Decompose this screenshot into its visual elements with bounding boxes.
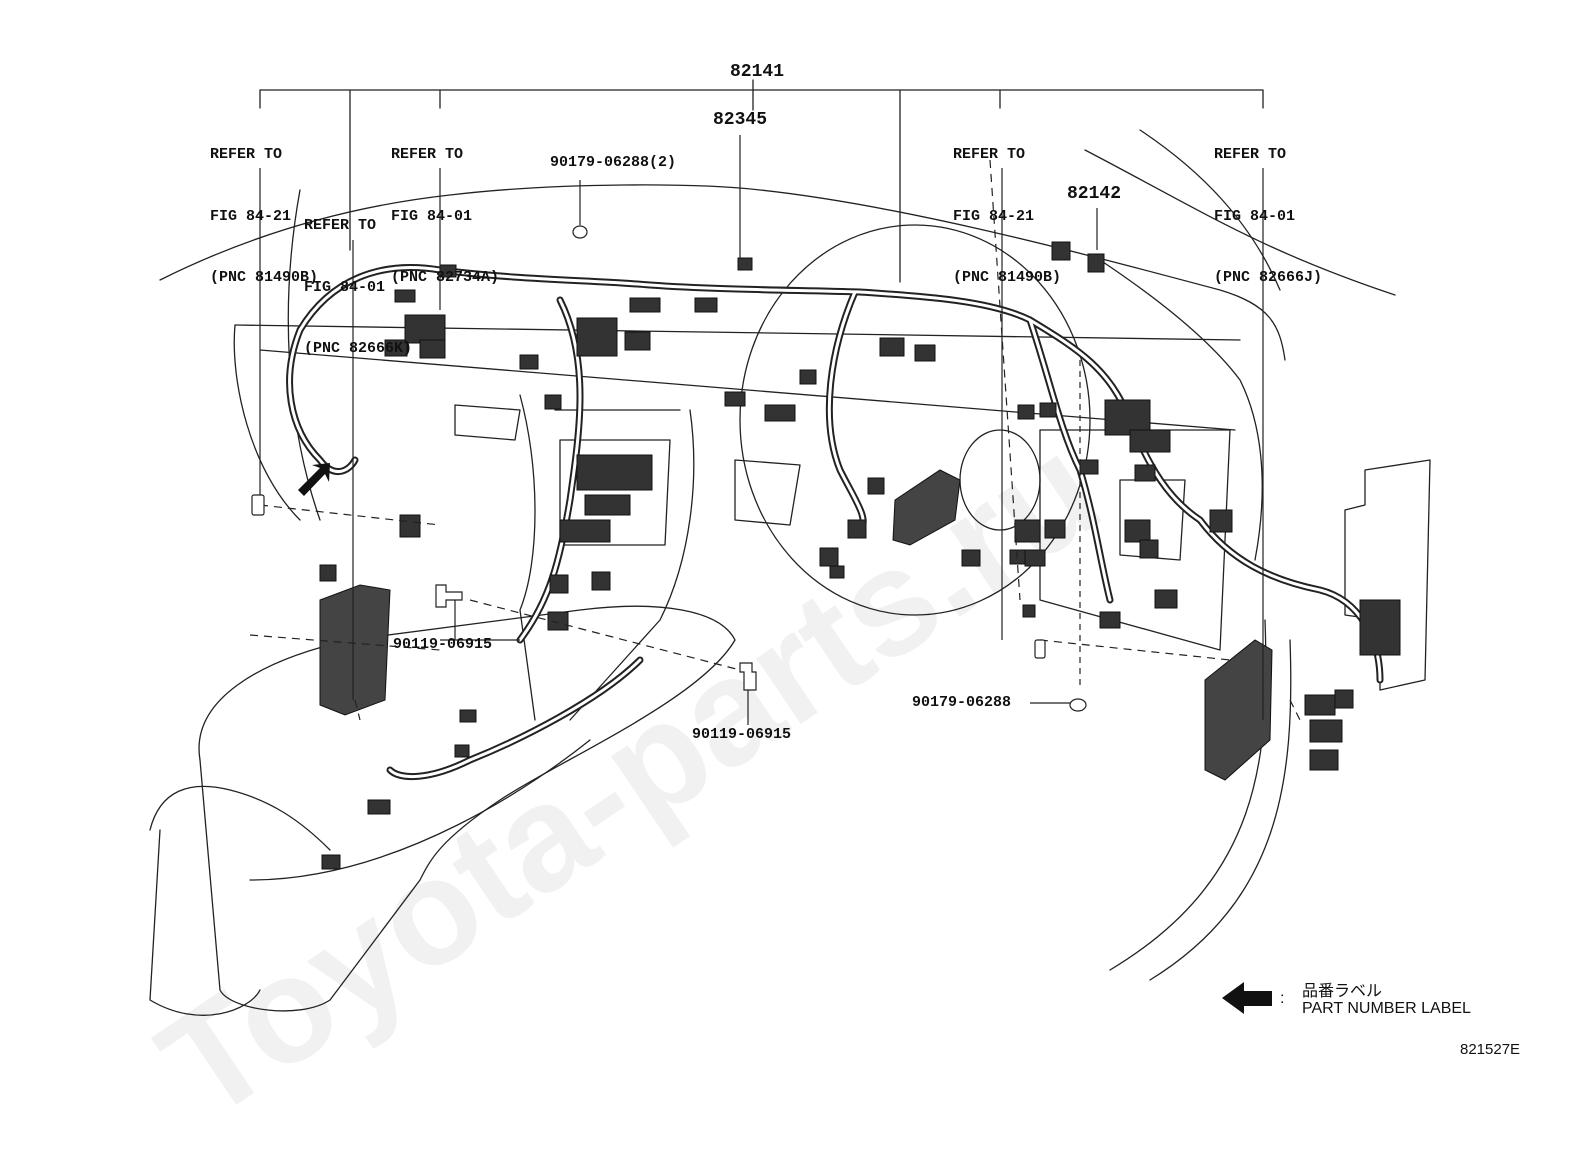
reference-block: REFER TO FIG 84-21 (PNC 81490B) [210,146,319,286]
callout-82141: 82141 [730,62,785,82]
callout-bolt-center: 90119-06915 [692,726,792,743]
callout-clip-top: 90179-06288(2) [550,154,677,171]
reference-block: REFER TO FIG 84-21 (PNC 81490B) [953,146,1062,286]
callout-clip-right: 90179-06288 [912,694,1012,711]
callout-82142: 82142 [1067,184,1122,204]
reference-block: REFER TO FIG 84-01 (PNC 82666K) [304,217,413,357]
figure-id: 821527E [1460,1041,1521,1058]
left-arrow-icon [1222,982,1272,1014]
legend-colon: : [1280,990,1285,1007]
reference-block: REFER TO FIG 84-01 (PNC 82734A) [391,146,500,286]
legend-label-en: PART NUMBER LABEL [1302,1000,1471,1017]
legend-label-jp: 品番ラベル [1302,983,1383,1000]
reference-block: REFER TO FIG 84-01 (PNC 82666J) [1214,146,1323,286]
callout-bolt-left: 90119-06915 [393,636,493,653]
diagram-drawing [149,79,1431,1016]
parts-diagram: Toyota-parts.ru [131,62,1521,1151]
callout-82345: 82345 [713,110,768,130]
